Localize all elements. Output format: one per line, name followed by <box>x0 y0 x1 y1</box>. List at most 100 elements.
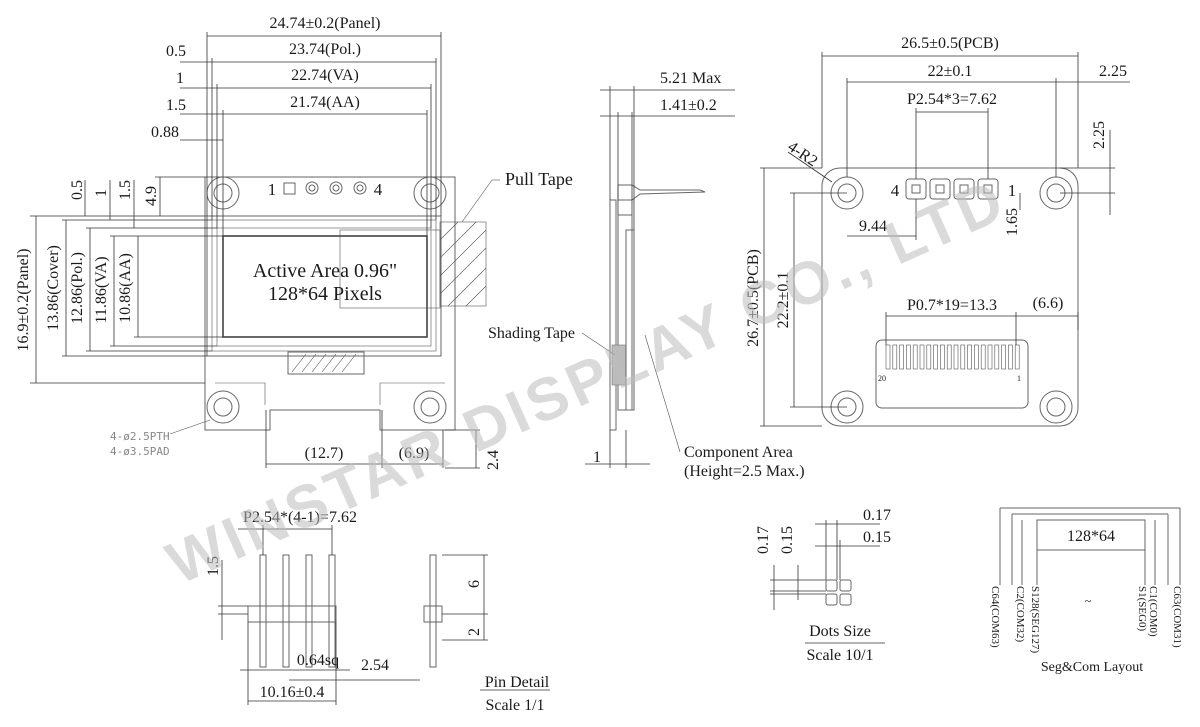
va-height-dim: 11.86(VA) <box>93 256 110 323</box>
fpc-pad <box>967 344 972 370</box>
pin-detail-scale: Scale 1/1 <box>485 697 544 714</box>
front-fpc-connector <box>287 351 365 375</box>
dots-grid <box>825 579 852 606</box>
side-bottom-1: 1 <box>593 449 601 466</box>
fpc-pad <box>953 344 959 370</box>
fpc-pitch-dim: P0.7*19=13.3 <box>907 297 997 314</box>
front-left-dimensions <box>30 176 223 384</box>
side-pull-tape <box>617 184 706 201</box>
fpc-pad <box>1001 344 1006 370</box>
fpc-pad <box>933 344 938 370</box>
corner-radius: 4-R2 <box>784 138 820 170</box>
aa-height-dim: 10.86(AA) <box>117 253 134 323</box>
segcom-s128: S128(SEG127) <box>1029 586 1041 654</box>
pin-detail-height-15: 1.5 <box>205 556 222 576</box>
front-bottom-dimensions <box>265 410 480 469</box>
pin-detail-len-6: 6 <box>466 580 483 588</box>
fpc-pin-20: 20 <box>878 374 886 383</box>
polarizer-outline <box>211 219 437 352</box>
pull-tape-outline <box>339 229 441 309</box>
pin-detail-spacing: 2.54 <box>361 657 389 674</box>
fpc-pin-1: 1 <box>1017 374 1021 383</box>
dots-dimensions <box>770 520 885 644</box>
back-fpc-footprint <box>875 339 1029 409</box>
edge-225-v: 2.25 <box>1091 121 1108 149</box>
pin-detail-len-2: 2 <box>466 628 483 636</box>
pcb-width-dim: 26.5±0.5(PCB) <box>901 35 999 52</box>
fpc-pads <box>885 344 1020 370</box>
fpc-edge-dim: (6.6) <box>1033 295 1064 312</box>
panel-width-dim: 24.74±0.2(Panel) <box>270 15 381 32</box>
v-offset-05: 0.5 <box>69 180 86 200</box>
fpc-pad <box>885 344 891 370</box>
offset-165: 1.65 <box>1004 208 1021 236</box>
dots-size: 0.17 0.15 0.17 0.15 Dots Size Scale 10/1 <box>755 507 891 664</box>
pol-height-dim: 12.86(Pol.) <box>69 252 86 324</box>
segcom-c63: C63(COM31) <box>1171 586 1183 648</box>
offset-1: 1 <box>176 70 184 87</box>
pin-detail-front <box>247 554 337 668</box>
viewing-area-outline <box>216 227 432 347</box>
panel-height-dim: 16.9±0.2(Panel) <box>15 249 32 352</box>
fpc-pad <box>946 344 952 370</box>
holes-pad-note: 4-ø3.5PAD <box>110 445 170 458</box>
fpc-pad <box>960 344 966 370</box>
segcom-resolution: 128*64 <box>1067 528 1115 545</box>
side-cover <box>625 229 635 411</box>
edge-225-h: 2.25 <box>1099 63 1127 80</box>
fpc-pad <box>940 344 945 370</box>
front-view: 1 4 Active Area 0.96" 128*64 Pixels <box>15 15 573 470</box>
bottom-dim-69: (6.9) <box>399 445 430 462</box>
offset-05: 0.5 <box>166 43 186 60</box>
bottom-dim-127: (12.7) <box>305 445 344 462</box>
fpc-pad <box>1008 344 1013 370</box>
segcom-c2: C2(COM32) <box>1014 586 1026 643</box>
dots-w-017: 0.17 <box>863 507 891 524</box>
segcom-s1: S1(SEG0) <box>1136 586 1148 632</box>
pin-detail-pin-size: 0.64sq <box>297 652 339 669</box>
offset-15: 1.5 <box>166 97 186 114</box>
offset-088: 0.88 <box>151 124 179 141</box>
fpc-pad <box>892 344 898 370</box>
fpc-pad <box>980 344 986 370</box>
active-area-label: Active Area 0.96" <box>253 260 397 282</box>
pin-label-last: 4 <box>374 180 383 199</box>
active-area-outline <box>222 235 428 338</box>
segcom-diagram <box>999 507 1181 585</box>
fpc-pad <box>1014 344 1020 370</box>
component-area-height: (Height=2.5 Max.) <box>684 463 805 480</box>
pin-detail: P2.54*(4-1)=7.62 1.5 0.64sq 2.54 10.16±0… <box>205 509 550 714</box>
top-offset-49: 4.9 <box>143 186 160 206</box>
segcom-c64: C64(COM63) <box>989 586 1001 648</box>
pull-tape-hatch <box>439 221 487 307</box>
pin-label-first: 1 <box>268 180 277 199</box>
dots-w-015: 0.15 <box>863 529 891 546</box>
pcb-height-dim: 26.7±0.5(PCB) <box>745 249 762 347</box>
cover-height-dim: 13.86(Cover) <box>45 245 62 331</box>
bottom-dim-24: 2.4 <box>485 450 502 470</box>
pol-width-dim: 23.74(Pol.) <box>289 41 361 58</box>
segcom-layout: 128*64 C64(COM63) C2(COM32) S128(SEG127)… <box>989 507 1183 675</box>
fpc-pad <box>919 344 925 370</box>
va-width-dim: 22.74(VA) <box>291 67 359 84</box>
pin-pitch-dim: P2.54*3=7.62 <box>907 91 997 108</box>
pin-detail-pitch: P2.54*(4-1)=7.62 <box>243 509 357 526</box>
dots-scale: Scale 10/1 <box>806 647 873 664</box>
v-offset-15: 1.5 <box>117 180 134 200</box>
side-view: 5.21 Max 1.41±0.2 1 Shading Tape Compone… <box>488 70 805 480</box>
back-header-pads <box>905 178 999 200</box>
pixels-label: 128*64 Pixels <box>268 283 382 305</box>
side-pcb <box>609 199 617 431</box>
side-thick: 1.41±0.2 <box>660 97 717 114</box>
hole-vspan-dim: 22.2±0.1 <box>775 272 792 329</box>
pin-detail-title: Pin Detail <box>485 674 550 691</box>
front-top-dimensions <box>180 32 442 236</box>
fpc-pad <box>926 344 932 370</box>
holes-pth-note: 4-ø2.5PTH <box>110 430 170 443</box>
dots-h-015: 0.15 <box>779 526 796 554</box>
segcom-c1: C1(COM0) <box>1147 586 1159 637</box>
panel-outline <box>206 215 442 357</box>
hole-span-dim: 22±0.1 <box>928 63 973 80</box>
